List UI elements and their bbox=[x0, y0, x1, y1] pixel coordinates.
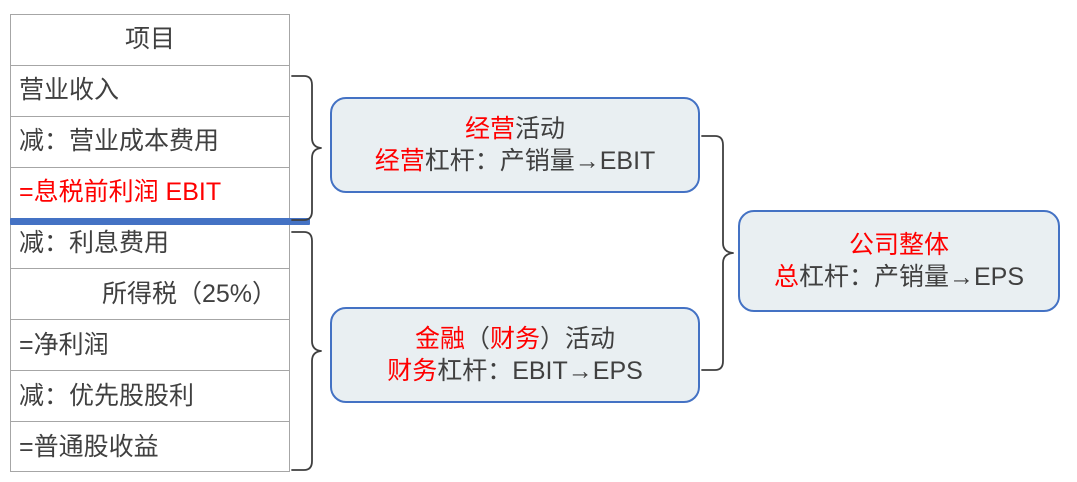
callout-financial-title-highlight-2: 财务 bbox=[490, 325, 541, 353]
table-cell-income-tax: 所得税（25%） bbox=[101, 279, 277, 308]
brace-financing-rows bbox=[291, 231, 322, 471]
table-cell-ebit: =息税前利润 EBIT bbox=[19, 178, 222, 207]
table-cell-preferred-dividend: 减：优先股股利 bbox=[19, 381, 195, 410]
callout-operating-subtitle-rest: 杠杆：产销量→EBIT bbox=[424, 147, 656, 175]
callout-total-title: 公司整体 bbox=[849, 229, 949, 261]
callout-financial-title-rest: ）活动 bbox=[540, 325, 616, 353]
table-header-row: 项目 bbox=[11, 15, 289, 66]
callout-total-title-highlight: 公司整体 bbox=[848, 231, 949, 259]
table-cell-common-earnings: =普通股收益 bbox=[19, 433, 159, 462]
callout-financial-title-highlight-1: 金融 bbox=[414, 325, 465, 353]
callout-operating-subtitle-highlight: 经营 bbox=[374, 147, 425, 175]
table-cell-interest: 减：利息费用 bbox=[19, 229, 170, 257]
table-row-net-profit: =净利润 bbox=[11, 320, 289, 372]
callout-total-subtitle-rest: 杠杆：产销量→EPS bbox=[798, 263, 1025, 291]
table-cell-net-profit: =净利润 bbox=[19, 330, 109, 359]
callout-financial-subtitle-rest: 杠杆：EBIT→EPS bbox=[437, 357, 643, 385]
callout-operating-title-highlight: 经营 bbox=[464, 115, 515, 143]
table-row-common-earnings: =普通股收益 bbox=[11, 422, 289, 473]
table-row-preferred-dividend: 减：优先股股利 bbox=[11, 371, 289, 423]
income-statement-table: 项目 营业收入 减：营业成本费用 =息税前利润 EBIT 减：利息费用 所得税（… bbox=[10, 14, 290, 472]
table-row-cost: 减：营业成本费用 bbox=[11, 117, 289, 168]
table-row-ebit: =息税前利润 EBIT bbox=[11, 168, 289, 219]
callout-total-subtitle-highlight: 总 bbox=[773, 263, 799, 291]
callout-company-total[interactable]: 公司整体 总杠杆：产销量→EPS bbox=[738, 210, 1060, 312]
table-cell-cost: 减：营业成本费用 bbox=[19, 127, 220, 156]
table-header-label: 项目 bbox=[124, 25, 175, 54]
callout-total-subtitle: 总杠杆：产销量→EPS bbox=[774, 261, 1024, 293]
table-row-interest: 减：利息费用 bbox=[11, 219, 289, 270]
callout-financial-title: 金融（财务）活动 bbox=[415, 323, 615, 355]
callout-financial-activity[interactable]: 金融（财务）活动 财务杠杆：EBIT→EPS bbox=[330, 307, 700, 403]
brace-combined-to-total bbox=[701, 135, 734, 371]
callout-financial-subtitle-highlight: 财务 bbox=[387, 357, 438, 385]
callout-operating-title-rest: 活动 bbox=[515, 115, 566, 143]
callout-financial-title-mid: （ bbox=[464, 325, 490, 353]
brace-operating-rows bbox=[291, 75, 322, 221]
callout-operating-title: 经营活动 bbox=[465, 113, 565, 145]
callout-operating-activity[interactable]: 经营活动 经营杠杆：产销量→EBIT bbox=[330, 97, 700, 193]
table-row-revenue: 营业收入 bbox=[11, 66, 289, 117]
callout-operating-subtitle: 经营杠杆：产销量→EBIT bbox=[375, 145, 656, 177]
callout-financial-subtitle: 财务杠杆：EBIT→EPS bbox=[387, 355, 643, 387]
table-row-income-tax: 所得税（25%） bbox=[11, 269, 289, 321]
table-cell-revenue: 营业收入 bbox=[19, 76, 120, 105]
ebit-divider-bar bbox=[10, 218, 310, 225]
